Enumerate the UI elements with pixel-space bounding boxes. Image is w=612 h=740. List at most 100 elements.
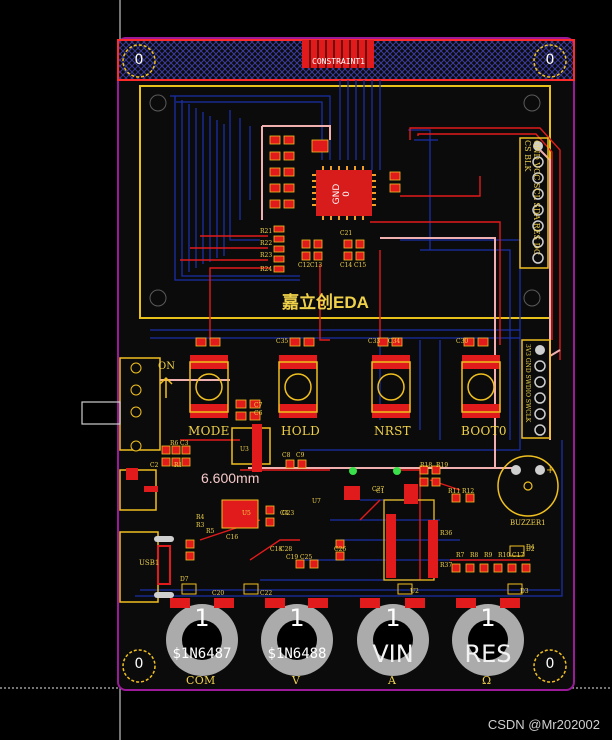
ref-designator: R21 — [260, 228, 273, 235]
ref-designator: R1 — [174, 462, 183, 469]
ref-designator: C26 — [334, 546, 347, 553]
dimension-label: 6.600mm — [201, 470, 260, 486]
ref-designator: D4 — [526, 544, 535, 551]
svg-text:+: + — [546, 465, 554, 476]
ref-designator: C15 — [354, 262, 367, 269]
ref-designator: D3 — [520, 588, 529, 595]
probe-net-v: $1N6488 — [267, 646, 327, 662]
oled-header — [519, 137, 549, 269]
probe-label-v: V — [292, 674, 301, 687]
via-green-2 — [393, 467, 401, 475]
switch-boot0 — [461, 355, 501, 418]
ref-designator: R36 — [440, 530, 453, 537]
connector-pads — [302, 40, 374, 68]
mount-hole-label-tl: 0 — [134, 52, 144, 68]
mount-hole-label-bl: 0 — [134, 656, 144, 672]
debug-header-pin-labels: 3V3 GND SWDIO SWCLK — [524, 344, 531, 423]
ref-designator: D7 — [180, 576, 189, 583]
tactile-switches — [189, 355, 501, 418]
ref-designator: R5 — [206, 528, 215, 535]
probe-label-a: A — [388, 674, 397, 687]
probe-net-a: VIN — [372, 640, 414, 668]
ref-designator: R4 — [196, 514, 205, 521]
ref-designator: C9 — [296, 452, 305, 459]
switch-on-label: ON — [158, 361, 175, 372]
ref-designator: R22 — [260, 240, 273, 247]
ref-designator: C30 — [456, 338, 469, 345]
ic-u3 — [221, 499, 259, 529]
probe-net-res: RES — [464, 640, 512, 668]
ref-designator: C25 — [300, 554, 313, 561]
watermark: CSDN @Mr202002 — [487, 717, 600, 732]
ic-u7-tab — [252, 424, 262, 472]
ref-designator: C3 — [180, 440, 189, 447]
button-label-mode: MODE — [188, 424, 230, 438]
ref-designator: C33 — [368, 338, 381, 345]
probe-jacks — [166, 604, 524, 676]
ref-designator: C23 — [282, 510, 295, 517]
ref-designator: R8 — [470, 552, 479, 559]
buzzer: + — [497, 455, 559, 517]
switch-mode — [189, 355, 229, 418]
ref-designator: U5 — [242, 510, 251, 517]
mounting-holes — [122, 44, 567, 683]
ref-designator: R6 — [170, 440, 179, 447]
ref-designator: C22 — [260, 590, 273, 597]
ref-designator: C21 — [340, 230, 353, 237]
buzzer-label: BUZZER1 — [510, 519, 546, 527]
ref-designator: C27 — [372, 486, 385, 493]
oled-header-pin-labels: GND VCC SCL SDA RES DC CS BLK — [523, 140, 541, 256]
ref-designator: C34 — [388, 338, 401, 345]
ref-designator: C18 — [270, 546, 283, 553]
mount-hole-label-br: 0 — [545, 656, 555, 672]
power-switch — [81, 357, 173, 452]
ref-designator: R3 — [196, 522, 205, 529]
probe-pin-v: 1 — [289, 604, 305, 632]
switch-hold — [278, 355, 318, 418]
ref-designator: C7 — [254, 402, 263, 409]
constraint-label: CONSTRAINT1 — [312, 57, 365, 66]
oled-mount-holes — [149, 94, 541, 307]
usb-label: USB1 — [139, 559, 160, 567]
ref-designator: R24 — [260, 266, 273, 273]
ref-designator: C17 — [512, 552, 525, 559]
probe-pin-com: 1 — [194, 604, 210, 632]
ref-designator: R11 — [448, 488, 461, 495]
switch-nrst — [371, 355, 411, 418]
ref-designator: C20 — [212, 590, 225, 597]
mcu-label: GND 0 — [332, 183, 352, 205]
ref-designator: U2 — [410, 588, 419, 595]
ref-designator: C13 — [310, 262, 323, 269]
via-green-1 — [349, 467, 357, 475]
ref-designator: R23 — [260, 252, 273, 259]
button-label-hold: HOLD — [281, 424, 321, 438]
jack-pads — [170, 598, 520, 608]
probe-label-com: COM — [186, 674, 216, 687]
ref-designator: C8 — [282, 452, 291, 459]
ref-designator: C4 — [280, 510, 289, 517]
button-label-boot0: BOOT0 — [461, 424, 507, 438]
probe-pin-res: 1 — [480, 604, 496, 632]
debug-header — [521, 339, 551, 439]
ref-designator: R10 — [498, 552, 511, 559]
board-outline — [117, 37, 575, 691]
ref-designator: C16 — [226, 534, 239, 541]
button-label-nrst: NRST — [374, 424, 411, 438]
ref-designator: D2 — [526, 546, 535, 553]
probe-net-com: $1N6487 — [172, 646, 232, 662]
ref-designator: C28 — [280, 546, 293, 553]
ref-designator: U7 — [312, 498, 321, 505]
ref-designator: R9 — [484, 552, 493, 559]
ic-u7 — [231, 427, 271, 465]
ref-designator: R37 — [440, 562, 453, 569]
ref-designator: C12 — [298, 262, 311, 269]
leds — [181, 545, 525, 595]
mcu-body — [316, 170, 372, 216]
probe-pin-a: 1 — [385, 604, 401, 632]
usb-connector — [119, 468, 174, 603]
mount-hole-label-tr: 0 — [545, 52, 555, 68]
ref-designator: R18 — [420, 462, 433, 469]
jlc-eda-logo: 嘉立创EDA — [282, 293, 369, 312]
ref-designator: U3 — [240, 446, 249, 453]
